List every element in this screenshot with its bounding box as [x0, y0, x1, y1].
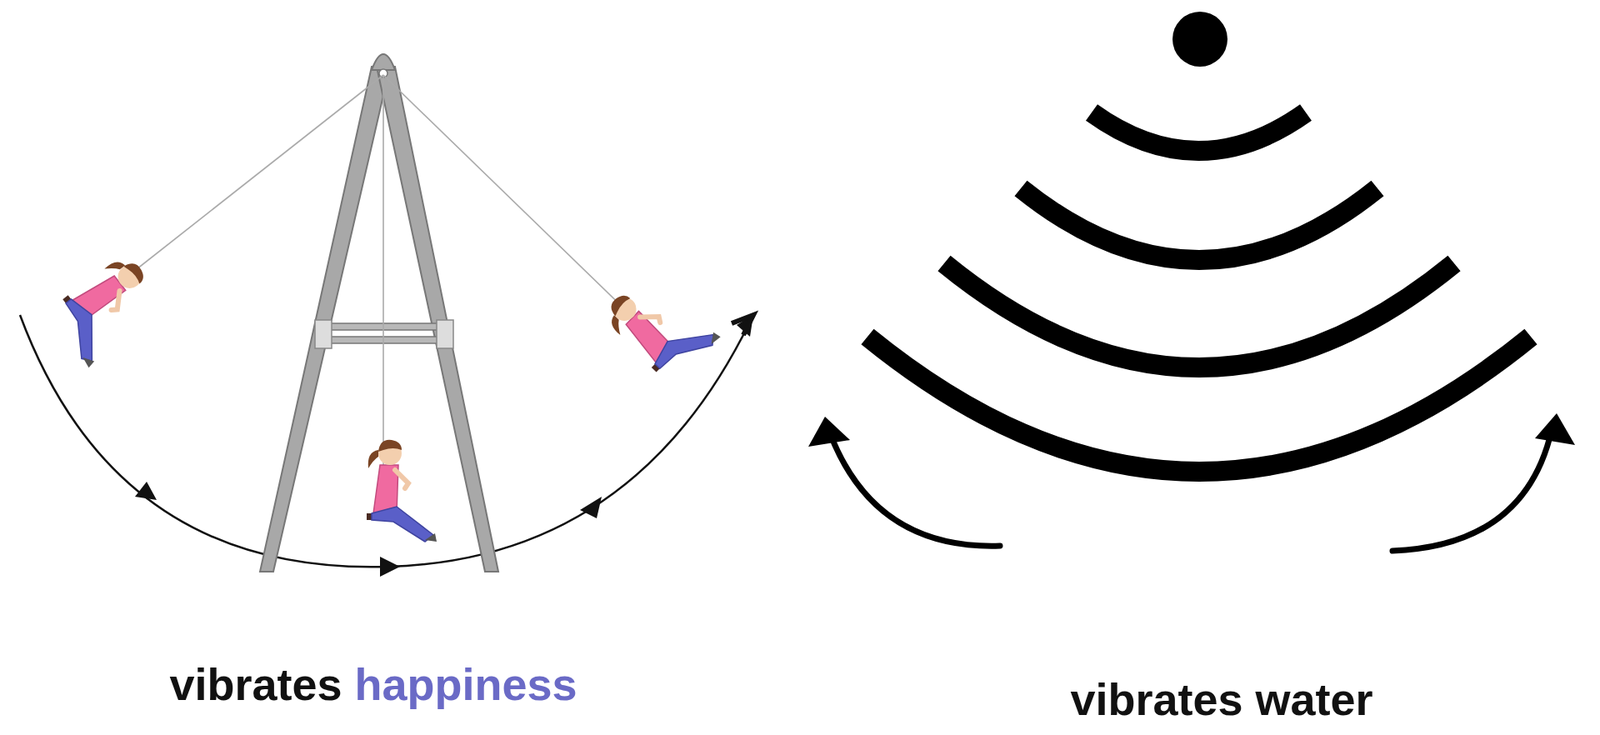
caption-line: vibrates water	[1070, 673, 1373, 725]
arrow-head	[380, 556, 400, 577]
arrow-head	[808, 416, 850, 447]
caption-line: vibrates happiness	[169, 658, 577, 710]
caption-text: vibrates water	[1070, 674, 1373, 725]
swing-frame	[260, 54, 499, 572]
arrow-head	[1535, 413, 1575, 445]
source-dot	[1172, 11, 1228, 67]
girl-figure	[598, 265, 720, 387]
swing-rope	[125, 75, 664, 492]
arrow-head	[580, 496, 602, 519]
girl-figure	[45, 250, 170, 368]
caption-text: happiness	[355, 659, 578, 710]
arrow-head	[135, 481, 157, 500]
caption-text: vibrates	[169, 659, 342, 710]
arrow-head	[731, 315, 754, 335]
wave-arc	[867, 112, 1531, 472]
girl-figure	[366, 440, 437, 542]
curved-arrow	[830, 430, 1552, 551]
swing-path	[20, 315, 750, 567]
